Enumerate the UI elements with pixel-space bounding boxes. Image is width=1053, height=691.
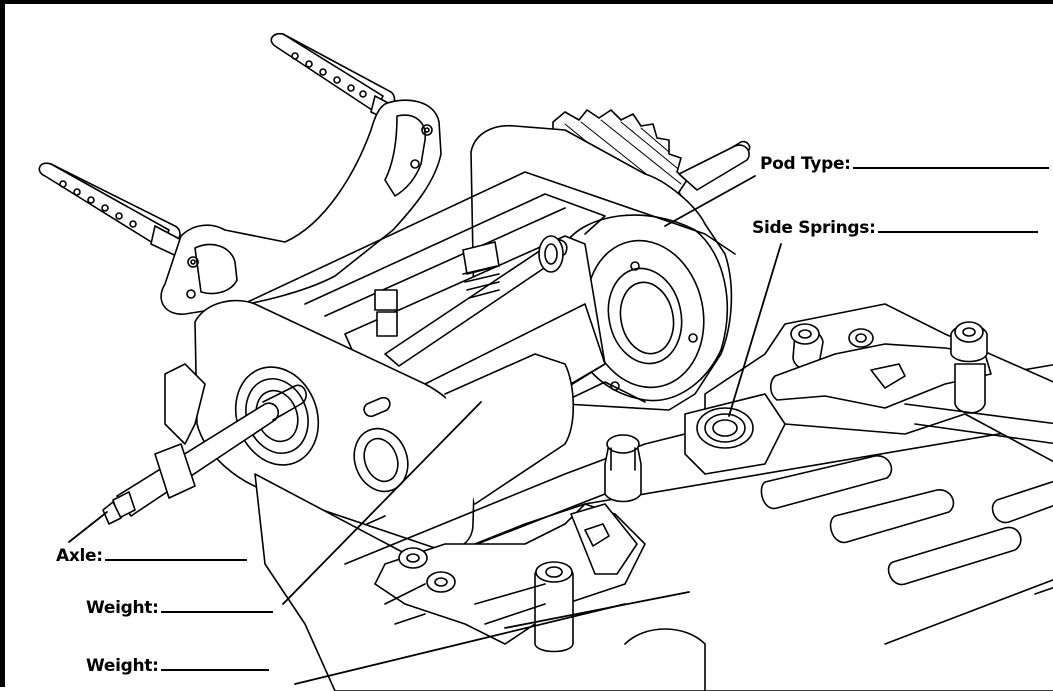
weight-lower-text: Weight: <box>86 656 159 676</box>
body-post-lower <box>38 162 190 261</box>
axle-label: Axle: <box>56 546 247 566</box>
side-spring <box>684 393 786 475</box>
inner-rod <box>384 235 568 367</box>
weight-upper-label: Weight: <box>86 598 273 618</box>
screw-post-center <box>604 434 642 503</box>
pod-type-blank <box>852 165 1049 169</box>
weight-lower-label: Weight: <box>86 656 269 676</box>
side-link-right <box>704 303 1053 463</box>
motor-shaft <box>678 140 751 191</box>
pod-type-text: Pod Type: <box>760 154 851 174</box>
center-spring <box>462 241 500 299</box>
chassis-plate <box>164 363 1053 691</box>
pod-type-label: Pod Type: <box>760 154 1049 174</box>
axle-text: Axle: <box>56 546 103 566</box>
side-springs-text: Side Springs: <box>752 218 876 238</box>
weight-upper-text: Weight: <box>86 598 159 618</box>
side-springs-blank <box>877 229 1038 233</box>
side-springs-label: Side Springs: <box>752 218 1038 238</box>
weight-upper-blank <box>160 609 273 613</box>
weight-lower-blank <box>160 667 269 671</box>
body-mount-bracket <box>160 99 442 315</box>
rear-pod-drawing <box>38 32 1053 691</box>
rear-axle <box>102 384 307 525</box>
left-screws <box>374 289 398 337</box>
axle-blank <box>104 557 247 561</box>
leader-lines <box>68 175 782 685</box>
side-link-front <box>374 503 706 691</box>
